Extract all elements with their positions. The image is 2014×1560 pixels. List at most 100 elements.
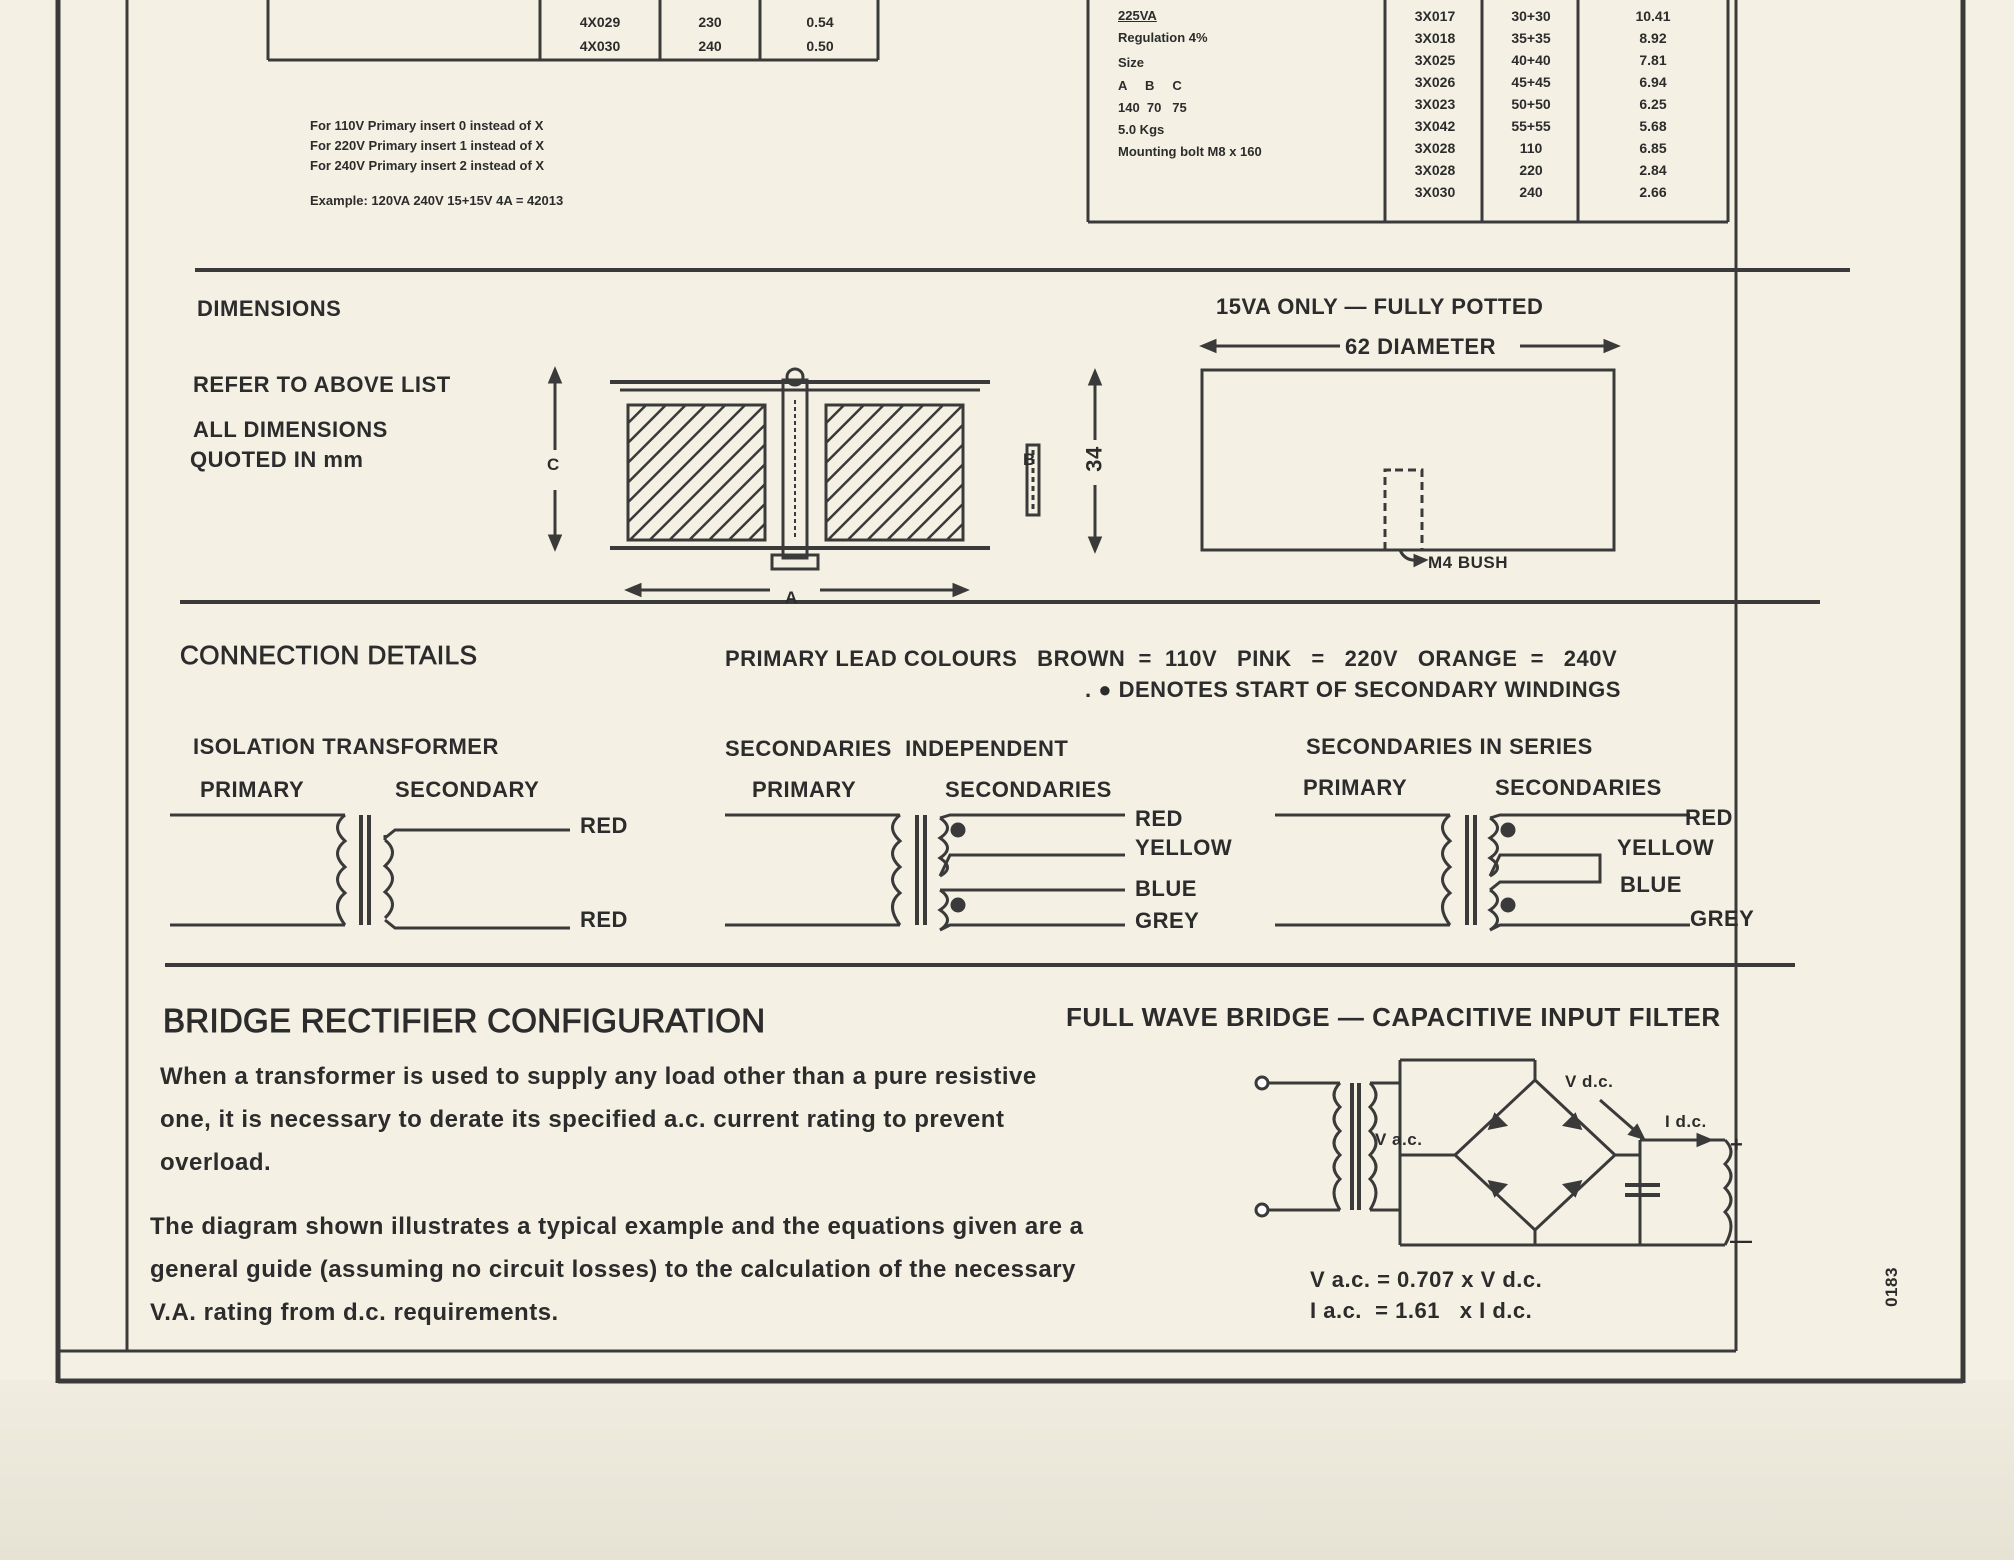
spec-line: 5.0 Kgs <box>1118 122 1165 137</box>
table-cell: 3X030 <box>1414 184 1456 200</box>
example-line: Example: 120VA 240V 15+15V 4A = 42013 <box>310 193 564 208</box>
lead-label: RED <box>1135 806 1183 831</box>
table-cell: 230 <box>698 14 722 30</box>
bridge-paragraph-1: When a transformer is used to supply any… <box>160 1063 1037 1176</box>
top-left-table-frame <box>266 0 880 62</box>
primary-label: PRIMARY <box>200 777 305 802</box>
table-cell: 0.54 <box>806 14 834 30</box>
isolation-schematic <box>170 813 570 930</box>
lead-label: GREY <box>1690 906 1755 931</box>
table-cell: 4X030 <box>579 38 621 54</box>
lead-colours-line: PRIMARY LEAD COLOURS BROWN = 110V PINK =… <box>725 646 1618 671</box>
table-cell: 3X026 <box>1414 74 1456 90</box>
dim-label-a: A <box>785 588 798 607</box>
table-cell: 3X042 <box>1414 118 1456 134</box>
dim-label-c: C <box>547 455 560 474</box>
diameter-arrow <box>1199 338 1621 354</box>
dimension-c-arrow <box>547 366 563 552</box>
table-cell: 4X029 <box>579 14 621 30</box>
note-line: For 240V Primary insert 2 instead of X <box>310 158 545 173</box>
table-cell: 2.84 <box>1639 162 1667 178</box>
secondary-label: SECONDARIES <box>945 777 1112 802</box>
lead-label: YELLOW <box>1617 835 1715 860</box>
top-right-table-frame <box>1086 0 1730 224</box>
table-cell: 6.25 <box>1639 96 1667 112</box>
secondary-label: SECONDARIES <box>1495 775 1662 800</box>
document-code: 0183 <box>1881 1267 1901 1307</box>
height-label: 34 <box>1081 446 1107 472</box>
vac-label: V a.c. <box>1375 1130 1423 1149</box>
table-cell: 6.85 <box>1639 140 1667 156</box>
table-cell: 55+55 <box>1511 118 1551 134</box>
lead-label: GREY <box>1135 908 1200 933</box>
winding-start-note: . ● DENOTES START OF SECONDARY WINDINGS <box>1085 677 1621 702</box>
spec-line: A B C <box>1118 78 1182 93</box>
table-cell: 3X028 <box>1414 140 1456 156</box>
plus-label: + <box>1730 1132 1744 1157</box>
lead-label: BLUE <box>1620 872 1682 897</box>
note-line: For 110V Primary insert 0 instead of X <box>310 118 544 133</box>
lead-label: BLUE <box>1135 876 1197 901</box>
vdc-label: V d.c. <box>1565 1072 1614 1091</box>
refer-label: REFER TO ABOVE LIST <box>193 372 451 397</box>
table-cell: 8.92 <box>1639 30 1667 46</box>
dimension-a-arrow <box>624 582 970 598</box>
table-cell: 110 <box>1519 140 1543 156</box>
series-schematic <box>1275 813 1690 932</box>
table-cell: 0.50 <box>806 38 834 54</box>
secondary-label: SECONDARY <box>395 777 540 802</box>
bush-label: M4 BUSH <box>1428 553 1509 572</box>
primary-label: PRIMARY <box>752 777 857 802</box>
table-cell: 3X017 <box>1414 8 1456 24</box>
transformer-cross-section <box>610 367 990 571</box>
table-cell: 40+40 <box>1511 52 1551 68</box>
lead-label: YELLOW <box>1135 835 1233 860</box>
bridge-rectifier-schematic <box>1254 1058 1733 1247</box>
spec-line: 225VA <box>1118 8 1157 23</box>
spec-line: Mounting bolt M8 x 160 <box>1118 144 1262 159</box>
section-dividers <box>165 268 1850 967</box>
primary-label: PRIMARY <box>1303 775 1408 800</box>
section-heading-bridge: BRIDGE RECTIFIER CONFIGURATION <box>162 1002 766 1040</box>
dim-label-b: B <box>1023 450 1036 469</box>
table-cell: 50+50 <box>1511 96 1551 112</box>
potted-heading: 15VA ONLY — FULLY POTTED <box>1216 294 1544 319</box>
note-line: For 220V Primary insert 1 instead of X <box>310 138 545 153</box>
page-border <box>55 0 1966 1384</box>
table-cell: 3X028 <box>1414 162 1456 178</box>
table-cell: 3X023 <box>1414 96 1456 112</box>
table-cell: 240 <box>698 38 722 54</box>
table-cell: 2.66 <box>1639 184 1667 200</box>
table-cell: 3X025 <box>1414 52 1456 68</box>
spec-line: Regulation 4% <box>1118 30 1208 45</box>
section-heading-dimensions: DIMENSIONS <box>197 296 342 321</box>
table-cell: 45+45 <box>1511 74 1551 90</box>
equation-vac: V a.c. = 0.707 x V d.c. <box>1310 1267 1543 1292</box>
lead-label: RED <box>1685 805 1733 830</box>
minus-label: — <box>1730 1228 1753 1253</box>
potted-transformer-outline <box>1200 368 1616 568</box>
series-title: SECONDARIES IN SERIES <box>1306 734 1593 759</box>
lead-label: RED <box>580 907 628 932</box>
bridge-paragraph-2: The diagram shown illustrates a typical … <box>150 1213 1084 1326</box>
all-dims-label: QUOTED IN mm <box>190 447 364 472</box>
filter-heading: FULL WAVE BRIDGE — CAPACITIVE INPUT FILT… <box>1066 1002 1721 1032</box>
dimension-b-marker <box>1025 443 1041 517</box>
paper-shadow <box>0 1380 2014 1560</box>
idc-label: I d.c. <box>1665 1112 1707 1131</box>
table-cell: 5.68 <box>1639 118 1667 134</box>
diameter-label: 62 DIAMETER <box>1345 334 1496 359</box>
table-cell: 6.94 <box>1639 74 1667 90</box>
spec-line: Size <box>1118 55 1145 70</box>
all-dims-label: ALL DIMENSIONS <box>193 417 388 442</box>
independent-title: SECONDARIES INDEPENDENT <box>725 736 1069 761</box>
dimension-34-arrow <box>1087 368 1103 554</box>
table-cell: 240 <box>1519 184 1543 200</box>
equation-iac: I a.c. = 1.61 x I d.c. <box>1310 1298 1533 1323</box>
table-cell: 220 <box>1519 162 1543 178</box>
table-cell: 7.81 <box>1639 52 1667 68</box>
section-heading-connection: CONNECTION DETAILS <box>180 640 478 671</box>
independent-schematic <box>725 813 1125 932</box>
table-cell: 10.41 <box>1635 8 1671 24</box>
